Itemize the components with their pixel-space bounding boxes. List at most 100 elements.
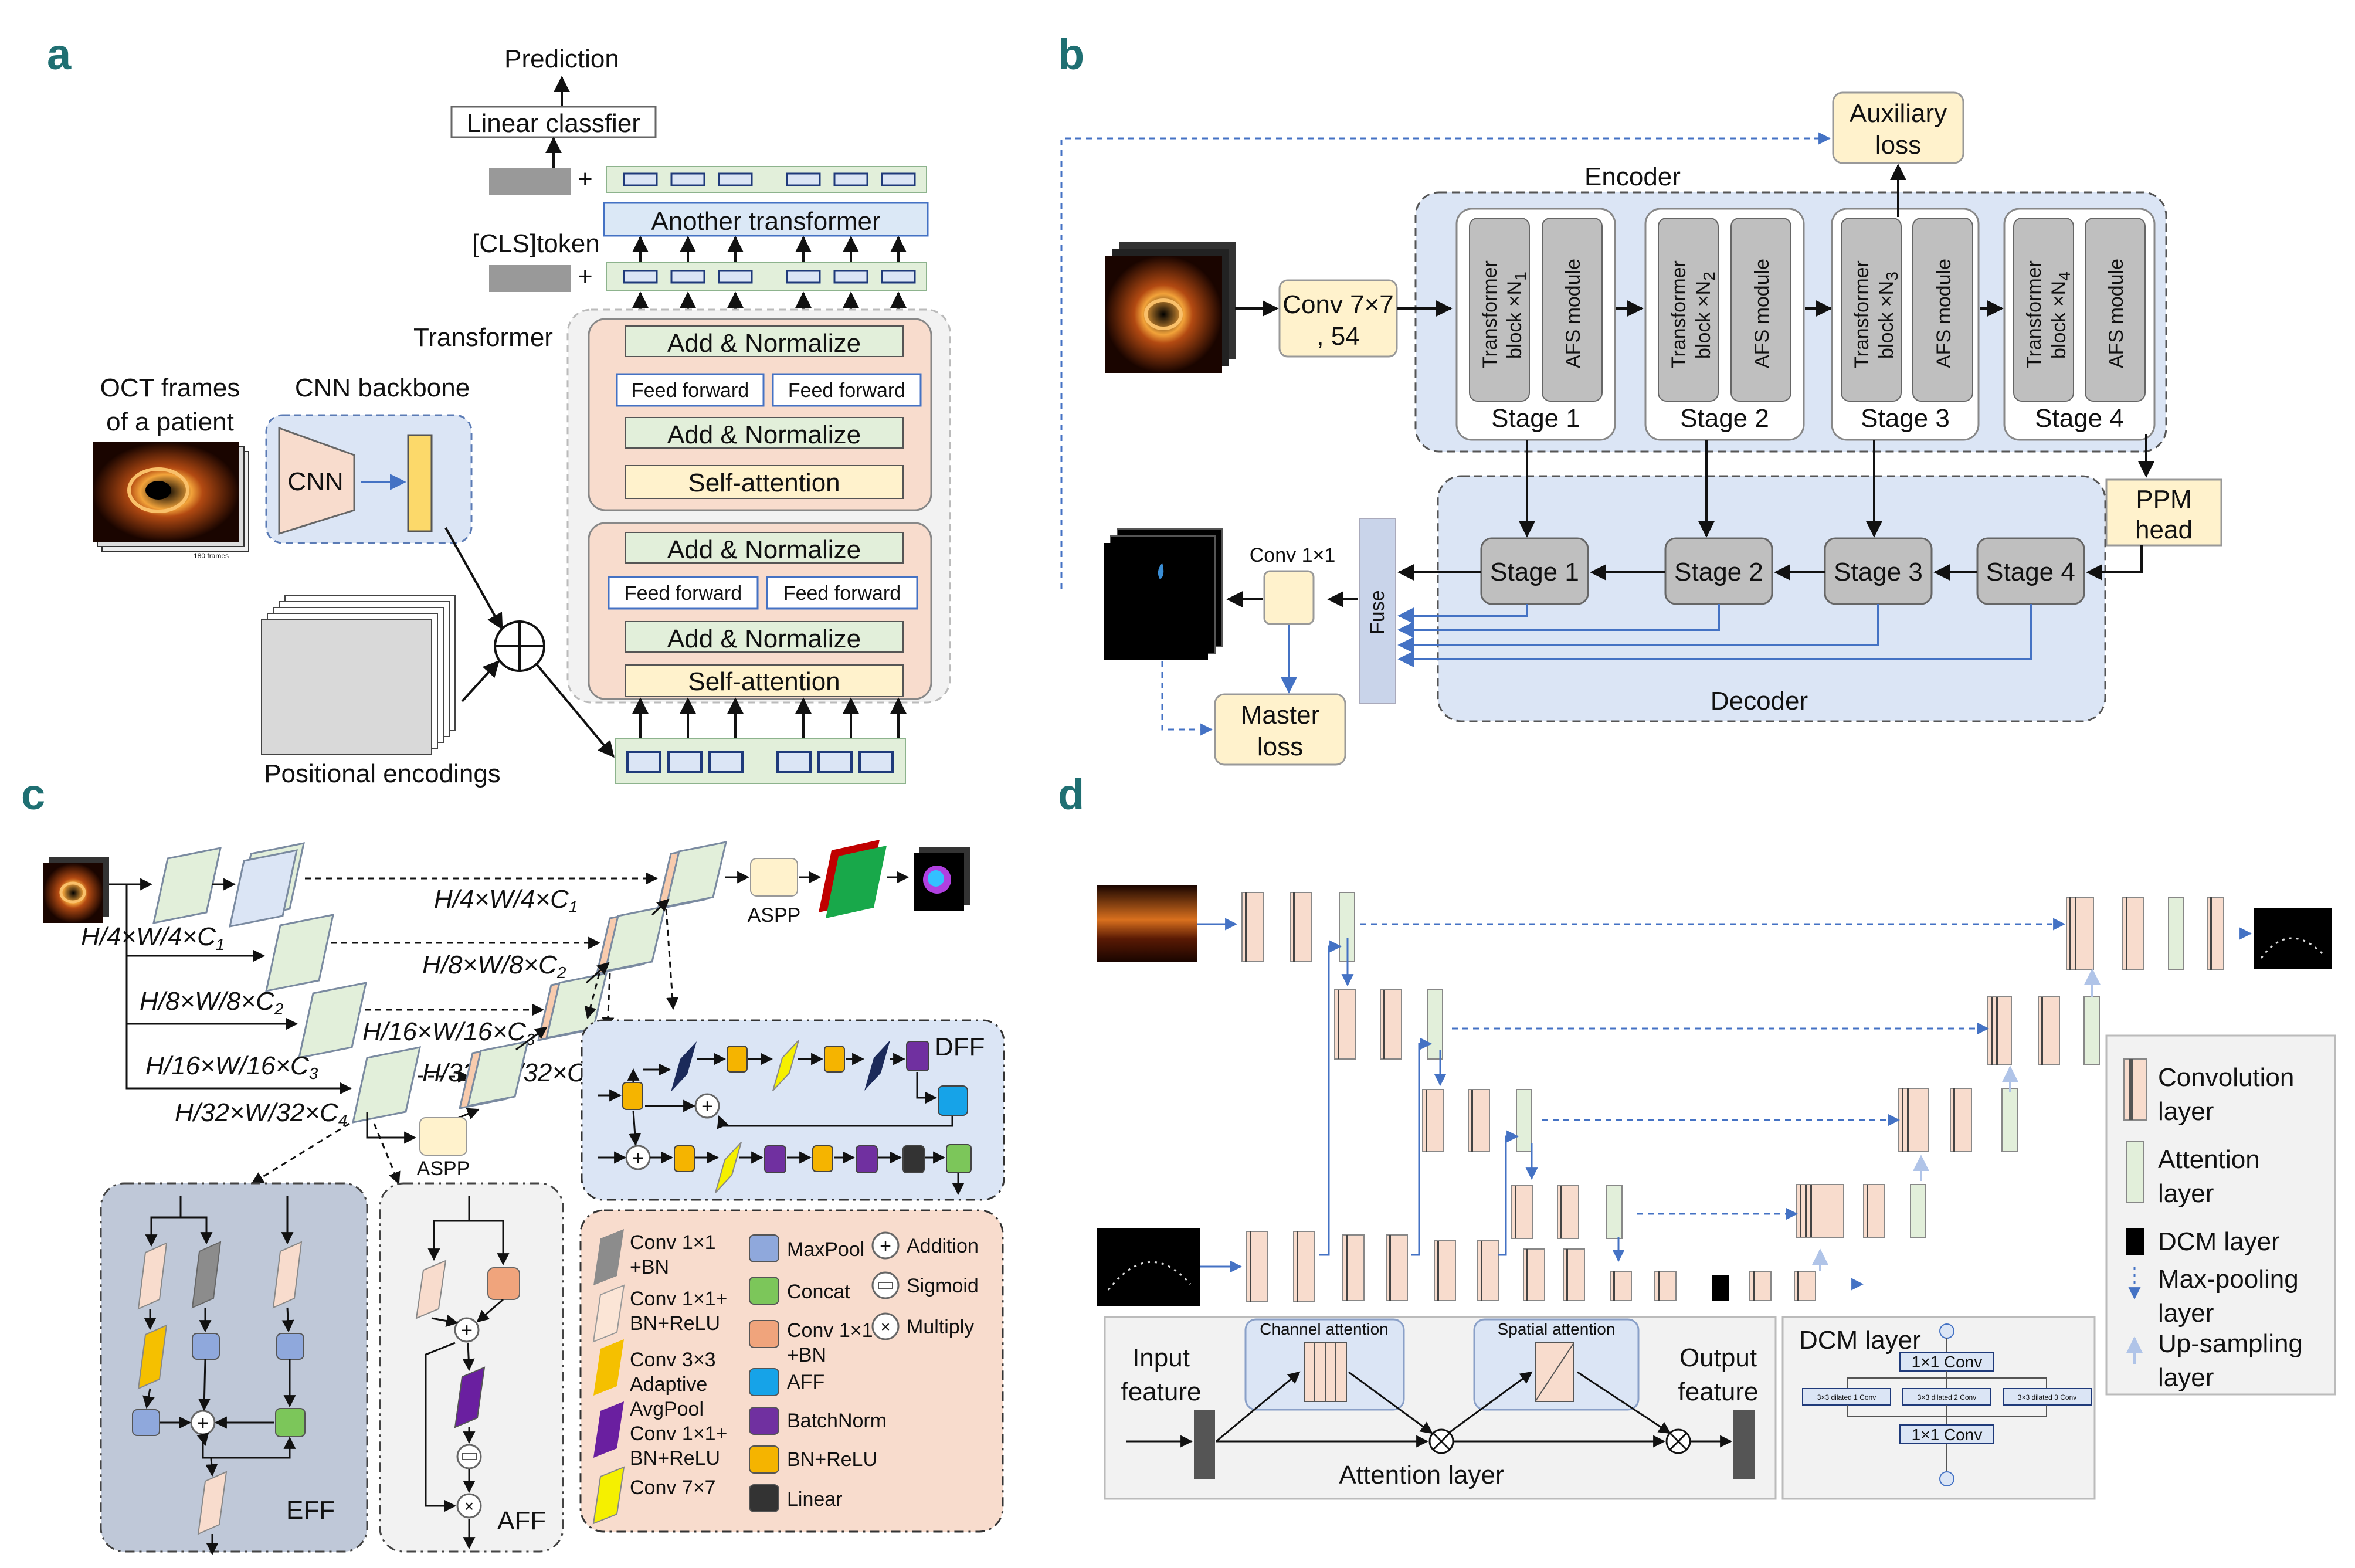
c-aspp-top-label: ASPP bbox=[748, 904, 801, 926]
svg-text:MaxPool: MaxPool bbox=[787, 1238, 864, 1261]
master-loss-2: loss bbox=[1257, 732, 1303, 761]
linear-classifier-label: Linear classfier bbox=[467, 109, 640, 138]
svg-text:1×1 Conv: 1×1 Conv bbox=[1912, 1353, 1983, 1371]
svg-text:Input: Input bbox=[1132, 1343, 1190, 1372]
conv-block bbox=[1422, 1089, 1444, 1152]
svg-text:DCM layer: DCM layer bbox=[2158, 1227, 2280, 1256]
ppm-label-1: PPM bbox=[2136, 485, 2191, 514]
attention-multiply-1 bbox=[1428, 1428, 1454, 1454]
svg-text:Transformer: Transformer bbox=[1479, 260, 1501, 368]
svg-text:Conv 3×3: Conv 3×3 bbox=[630, 1349, 716, 1371]
panel-a: a Prediction Linear classfier + Another … bbox=[47, 30, 951, 788]
svg-text:+BN: +BN bbox=[787, 1344, 826, 1366]
c-h16-label: H/16×W/16×C3 bbox=[362, 1017, 535, 1048]
svg-text:Max-pooling: Max-pooling bbox=[2158, 1265, 2299, 1294]
svg-text:Stage 1: Stage 1 bbox=[1490, 558, 1579, 586]
d-input-mask bbox=[1097, 1228, 1200, 1306]
svg-text:Stage 3: Stage 3 bbox=[1861, 404, 1950, 433]
svg-text:layer: layer bbox=[2158, 1299, 2214, 1328]
c-h16-label-left: H/16×W/16×C3 bbox=[145, 1051, 318, 1082]
d-output-mask bbox=[2254, 908, 2332, 969]
d-conv-blocks bbox=[1241, 892, 2224, 1302]
token-row-top bbox=[606, 166, 927, 193]
attention-multiply-2 bbox=[1665, 1428, 1691, 1454]
add-operator bbox=[494, 620, 545, 672]
svg-text:AFS module: AFS module bbox=[2105, 259, 2127, 368]
svg-text:BN+ReLU: BN+ReLU bbox=[630, 1312, 720, 1335]
encoder-stage-1: Transformer block ×N1 AFS module Stage 1 bbox=[1455, 208, 1616, 441]
ppm-head-box bbox=[2105, 478, 2222, 547]
auxiliary-loss-box bbox=[1832, 91, 1964, 164]
c-h8-label: H/8×W/8×C2 bbox=[422, 951, 566, 982]
attention-block bbox=[1427, 989, 1443, 1060]
svg-text:block ×N2: block ×N2 bbox=[1692, 271, 1718, 359]
cnn-feature-vector bbox=[407, 434, 433, 532]
d-dcm-block bbox=[1712, 1275, 1729, 1301]
conv-block bbox=[1293, 1231, 1315, 1302]
svg-text:Conv 1×1: Conv 1×1 bbox=[787, 1319, 873, 1342]
conv-block bbox=[1386, 1234, 1408, 1301]
oct-frames-stack bbox=[93, 442, 249, 552]
feed-forward-2a: Feed forward bbox=[625, 582, 742, 605]
svg-text:3×3 dilated 1 Conv: 3×3 dilated 1 Conv bbox=[1817, 1393, 1876, 1401]
auxiliary-loss-1: Auxiliary bbox=[1850, 99, 1947, 128]
conv-block bbox=[1523, 1248, 1545, 1301]
conv7-label-2: , 54 bbox=[1316, 322, 1359, 351]
ppm-label-2: head bbox=[2135, 515, 2193, 544]
svg-text:+BN: +BN bbox=[630, 1256, 669, 1278]
c-aspp-bottom-label: ASPP bbox=[417, 1158, 470, 1180]
conv-block bbox=[1468, 1089, 1490, 1152]
transformer-block-upper bbox=[588, 318, 932, 511]
dff-contents: + + bbox=[622, 1040, 972, 1193]
svg-text:AFS module: AFS module bbox=[1933, 259, 1955, 368]
conv-block bbox=[1863, 1184, 1885, 1238]
attention-block bbox=[2083, 996, 2100, 1065]
conv-block bbox=[1898, 1088, 1929, 1152]
cls-token-top bbox=[489, 168, 571, 195]
conv1-label: Conv 1×1 bbox=[1250, 544, 1336, 566]
c-h32-label-left: H/32×W/32×C4 bbox=[175, 1098, 347, 1129]
c-output-stack bbox=[819, 840, 887, 918]
svg-text:Output: Output bbox=[1679, 1343, 1757, 1372]
feed-forward-2b: Feed forward bbox=[783, 582, 901, 605]
svg-text:Stage 2: Stage 2 bbox=[1680, 404, 1769, 433]
svg-text:AFS module: AFS module bbox=[1751, 259, 1773, 368]
svg-text:block ×N1: block ×N1 bbox=[1504, 271, 1529, 359]
svg-text:+: + bbox=[701, 1095, 713, 1118]
conv7-label-1: Conv 7×7 bbox=[1282, 290, 1394, 319]
svg-text:Addition: Addition bbox=[907, 1235, 979, 1257]
attention-block bbox=[2168, 897, 2184, 970]
attention-block bbox=[1606, 1185, 1623, 1239]
c-h4-label: H/4×W/4×C1 bbox=[434, 885, 578, 916]
conv-block bbox=[1334, 989, 1356, 1060]
output-feature-bar bbox=[1733, 1410, 1755, 1479]
add-normalize-1: Add & Normalize bbox=[667, 329, 861, 358]
input-feature-bar bbox=[1194, 1410, 1215, 1479]
svg-text:BatchNorm: BatchNorm bbox=[787, 1410, 887, 1432]
attention-block bbox=[1516, 1089, 1532, 1152]
fuse-label: Fuse bbox=[1366, 590, 1389, 634]
conv-block bbox=[1246, 1231, 1268, 1302]
positional-encoding-stack bbox=[261, 595, 456, 755]
cnn-label: CNN bbox=[287, 467, 343, 496]
svg-text:3×3 dilated 3 Conv: 3×3 dilated 3 Conv bbox=[2018, 1393, 2076, 1401]
aff-contents: + × bbox=[415, 1260, 520, 1519]
conv-block bbox=[2207, 897, 2224, 970]
attention-block bbox=[2001, 1088, 2018, 1152]
cls-token-bottom bbox=[489, 265, 571, 292]
conv-block bbox=[1950, 1088, 1972, 1152]
cnn-backbone-label: CNN backbone bbox=[295, 374, 470, 402]
svg-text:Convolution: Convolution bbox=[2158, 1063, 2294, 1092]
svg-text:Attention: Attention bbox=[2158, 1145, 2260, 1174]
c-aspp-bottom bbox=[419, 1117, 467, 1156]
add-normalize-2: Add & Normalize bbox=[667, 420, 861, 449]
self-attention-1: Self-attention bbox=[688, 469, 840, 497]
attention-block bbox=[1910, 1184, 1926, 1238]
svg-text:Attention layer: Attention layer bbox=[1339, 1461, 1504, 1489]
svg-text:+: + bbox=[632, 1147, 644, 1169]
token-row-input bbox=[615, 738, 906, 784]
conv-block bbox=[2122, 897, 2144, 970]
svg-text:Concat: Concat bbox=[787, 1281, 850, 1303]
conv-block bbox=[1342, 1234, 1365, 1301]
conv-block bbox=[1434, 1240, 1456, 1301]
